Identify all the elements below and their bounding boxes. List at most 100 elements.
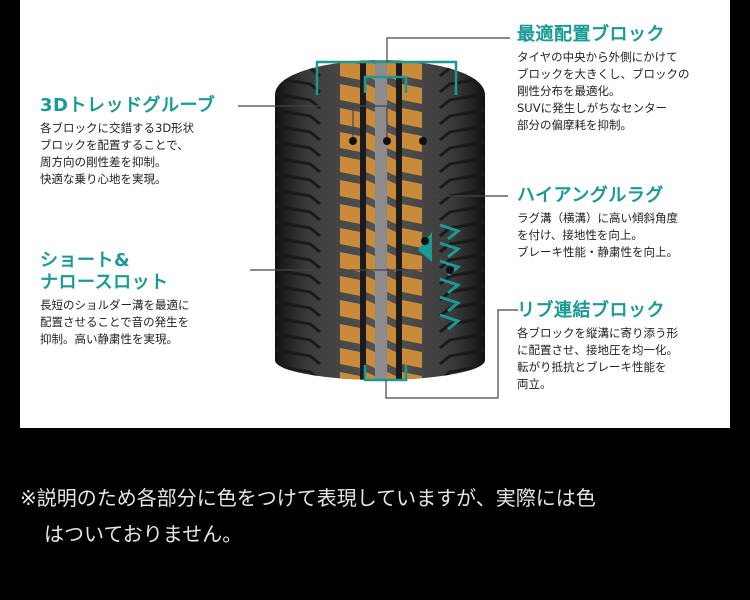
shoulder-lug (275, 220, 321, 238)
tread-block (387, 324, 396, 344)
tread-block (402, 300, 422, 320)
shoulder-lug (275, 348, 321, 366)
callout-title: 最適配置ブロック (517, 24, 665, 45)
tread-block (366, 108, 375, 128)
shoulder-lug (275, 92, 321, 110)
tread-block (387, 204, 396, 224)
shoulder-lug (439, 108, 485, 126)
note-line-1: ※説明のため各部分に色をつけて表現していますが、実際には色 (20, 486, 596, 510)
tread-block (366, 156, 375, 176)
tread-block (366, 84, 375, 104)
tread-block (387, 156, 396, 176)
tread-block (402, 180, 422, 200)
tire-illustration (238, 37, 518, 399)
tread-block (340, 60, 360, 80)
callout-title: ハイアングルラグ (517, 185, 664, 206)
tread-block (387, 348, 396, 368)
tread-block (387, 108, 396, 128)
shoulder-lug (275, 284, 321, 302)
callout-title-line-1: ショート& (40, 250, 131, 271)
tread-block (387, 60, 396, 80)
tread-block (340, 348, 360, 368)
tread-block (402, 252, 422, 272)
callout-description: 各ブロックに交錯する3D形状 ブロックを配置することで、 周方向の剛性差を抑制。… (40, 121, 195, 186)
tread-block (387, 132, 396, 152)
tread-block (402, 204, 422, 224)
shoulder-lug (439, 332, 485, 350)
callout-short-narrow-slot: ショート& ナロースロット 長短のショルダー溝を最適に 配置させることで音の発生… (40, 250, 190, 348)
slot-mark (439, 241, 462, 259)
note-line-2: はついておりません。 (44, 522, 243, 546)
shoulder-lug (275, 156, 321, 174)
shoulder-lug (439, 252, 485, 270)
shoulder-lug (440, 382, 485, 396)
slot-mark (439, 313, 462, 331)
shoulder-lug (275, 124, 321, 142)
tire-body (275, 60, 485, 396)
tread-block (402, 348, 422, 368)
callout-3d-tread-groove: 3Dトレッドグルーブ 各ブロックに交錯する3D形状 ブロックを配置することで、 … (40, 95, 215, 188)
tread-block (340, 252, 360, 272)
callout-description: 長短のショルダー溝を最適に 配置させることで音の発生を 抑制。高い静粛性を実現。 (40, 298, 190, 346)
tread-block (340, 180, 360, 200)
tread-block (340, 156, 360, 176)
shoulder-lug (275, 332, 321, 350)
tread-block (366, 372, 375, 380)
tread-block (340, 228, 360, 248)
slot-mark (439, 295, 462, 313)
tread-block (402, 60, 422, 80)
shoulder-lug (439, 124, 485, 142)
shoulder-lug (439, 76, 485, 94)
shoulder-lug (439, 156, 485, 174)
tread-block (366, 228, 375, 248)
leader-dots (349, 137, 454, 274)
callout-rib-connected-block: リブ連結ブロック 各ブロックを縦溝に寄り添う形 に配置させ、接地圧を均一化。 転… (517, 300, 678, 393)
shoulder-lug (275, 268, 321, 286)
callout-title: 3Dトレッドグルーブ (40, 95, 216, 116)
shoulder-lug (439, 92, 485, 110)
slot-mark (439, 223, 462, 241)
tread-block (340, 372, 360, 380)
tread-block (366, 180, 375, 200)
illustration-panel: 最適配置ブロック タイヤの中央から外側にかけて ブロックを大きくし、ブロックの … (20, 0, 730, 428)
callout-title: リブ連結ブロック (517, 300, 665, 321)
shoulder-lug (275, 204, 321, 222)
shoulder-lug (275, 300, 321, 318)
shoulder-lug (275, 108, 321, 126)
shoulder-lug (275, 316, 321, 334)
tread-block (387, 84, 396, 104)
tread-block (366, 300, 375, 320)
optimized-blocks-highlight (340, 60, 422, 380)
shoulder-lug (275, 236, 321, 254)
tread-block (387, 180, 396, 200)
tread-block (402, 132, 422, 152)
leader-lines (238, 37, 518, 399)
callout-description: ラグ溝（横溝）に高い傾斜角度 を付け、接地性を向上。 ブレーキ性能・静粛性を向上… (517, 211, 678, 259)
tread-block (340, 84, 360, 104)
shoulder-lug (275, 172, 321, 190)
slot-mark (439, 277, 462, 295)
tread-block (402, 228, 422, 248)
callout-description: 各ブロックを縦溝に寄り添う形 に配置させ、接地圧を均一化。 転がり抵抗とブレーキ… (517, 326, 678, 391)
callout-description: タイヤの中央から外側にかけて ブロックを大きくし、ブロックの 剛性分布を最適化。… (517, 50, 690, 132)
tread-block (402, 108, 422, 128)
tread-block (366, 348, 375, 368)
shoulder-lug (439, 204, 485, 222)
callout-title-line-2: ナロースロット (40, 272, 169, 293)
tread-block (340, 108, 360, 128)
tread-block (402, 324, 422, 344)
shoulder-lug (439, 140, 485, 158)
tread-block (366, 60, 375, 80)
shoulder-lug (439, 348, 485, 366)
tread-block (387, 276, 396, 296)
tread-block (402, 156, 422, 176)
shoulder-lug (275, 188, 321, 206)
callout-high-angle-lug: ハイアングルラグ ラグ溝（横溝）に高い傾斜角度 を付け、接地性を向上。 ブレーキ… (517, 185, 678, 261)
tread-block (366, 132, 375, 152)
shoulder-lug (439, 316, 485, 334)
tread-block (387, 300, 396, 320)
shoulder-lug (439, 172, 485, 190)
shoulder-lug (275, 382, 320, 396)
tread-block (340, 324, 360, 344)
tread-block (340, 204, 360, 224)
